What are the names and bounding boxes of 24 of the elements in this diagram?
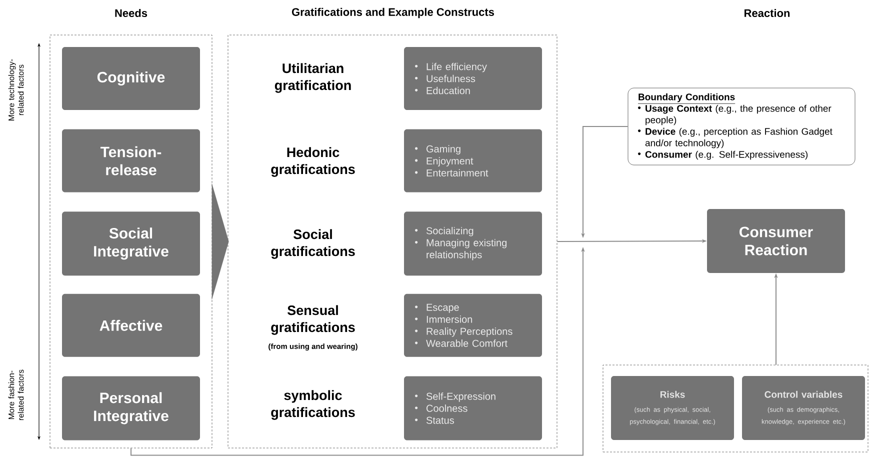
gratification-title: symbolic gratifications [271, 390, 355, 420]
construct-list-box: Life efficiency Usefulness Education [404, 47, 542, 110]
construct-list-box: Self-Expression Coolness Status [404, 376, 542, 440]
conditions-box: Boundary Conditions Usage Context (e.g., the presence of other people) Device (e.g., perception as Fashion Gadget and/or technology) Consumer (e.g. Self-Expressiveness) [628, 88, 856, 166]
gratification-title: Utilitarian gratification [274, 63, 351, 93]
construct-list-box: Escape Immersion Reality Perceptions Wearable Comfort [404, 294, 542, 357]
group-frame [602, 364, 868, 452]
gratification-title: Social gratifications [271, 229, 355, 259]
axis-label: More fashion-related factors [8, 370, 24, 420]
need-box: Affective [62, 294, 200, 357]
need-box: Tension-release [62, 129, 200, 192]
need-box: Personal Integrative [62, 376, 200, 440]
axis-label: More technology-related factors [8, 59, 24, 120]
column-heading: Reaction [744, 8, 790, 18]
need-box: Social Integrative [62, 212, 200, 276]
node-label: Needs [115, 8, 148, 18]
gratification-title: Hedonic gratifications [271, 147, 355, 177]
gratification-title: Sensual gratifications [271, 305, 355, 335]
need-box: Cognitive [62, 47, 200, 110]
node-label: Gratifications and Example Constructs [292, 8, 494, 18]
construct-list-box: Gaming Enjoyment Entertainment [404, 129, 542, 192]
need-box: Consumer Reaction [707, 209, 845, 273]
chevron-arrow [212, 183, 229, 300]
construct-list-box: Socializing Managing existing relationships [404, 212, 542, 276]
